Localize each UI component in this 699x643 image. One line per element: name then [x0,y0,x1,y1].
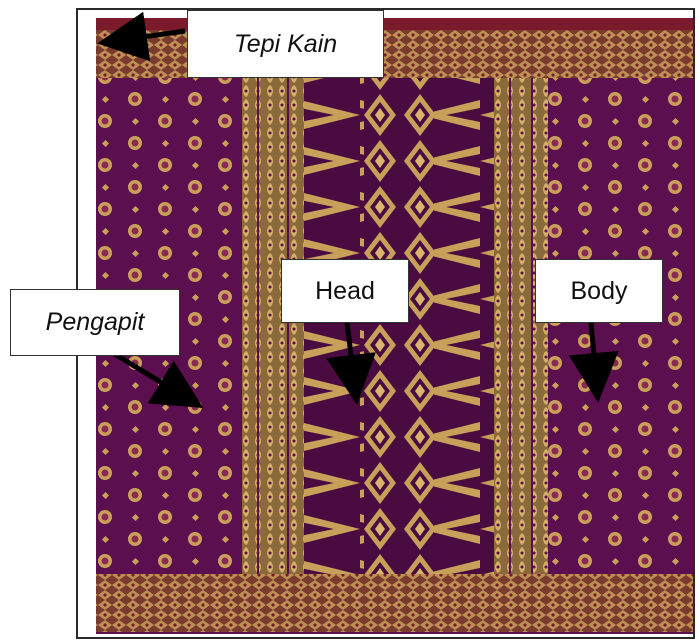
body-label: Body [535,259,663,323]
tepi-kain-label: Tepi Kain [187,10,384,78]
head-left-triangles [304,78,364,574]
pengapit-label: Pengapit [10,289,180,356]
left-pengapit-stripe [242,78,304,574]
head-right-triangles [434,78,494,574]
top-border-band [96,30,693,78]
right-pengapit-stripe [494,78,548,574]
right-body-panel [548,78,693,574]
head-center-diamonds [364,78,434,574]
bottom-border-band [96,574,693,632]
head-label: Head [281,259,409,323]
